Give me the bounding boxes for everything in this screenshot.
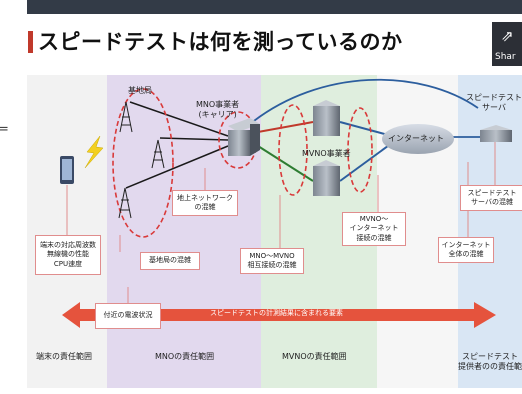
share-button[interactable]: ⇗ Shar bbox=[492, 22, 522, 66]
side-glyph: = bbox=[0, 122, 9, 137]
speedtest-server-label: スピードテスト サーバ bbox=[466, 93, 522, 112]
mno-carrier-label: MNO事業者 (キャリア) bbox=[196, 100, 240, 119]
top-bar bbox=[27, 0, 522, 14]
mno-mvno-box: MNO～MVNO 相互接続の混雑 bbox=[240, 248, 304, 274]
base-congestion-box: 基地局の混雑 bbox=[140, 252, 200, 270]
base-station-label: 基地局 bbox=[128, 86, 152, 95]
zone-label-terminal: 端末の責任範囲 bbox=[36, 352, 92, 361]
scope-arrow bbox=[62, 302, 496, 328]
links bbox=[125, 78, 480, 189]
zone-label-mvno: MVNOの責任範囲 bbox=[282, 352, 347, 361]
slide-title: スピードテストは何を測っているのか bbox=[38, 30, 403, 54]
internet-whole-box: インターネット 全体の混雑 bbox=[438, 237, 494, 263]
arrow-label: スピードテストの計測結果に含まれる要素 bbox=[210, 309, 343, 317]
radio-conditions-box: 付近の電波状況 bbox=[95, 303, 161, 329]
zone-label-mno: MNOの責任範囲 bbox=[155, 352, 215, 361]
title-accent-bar bbox=[28, 31, 33, 53]
internet-label: インターネット bbox=[388, 134, 444, 143]
terminal-factors-box: 端末の対応周波数 無線機の性能 CPU速度 bbox=[35, 235, 101, 275]
share-icon: ⇗ bbox=[501, 27, 514, 45]
share-label: Shar bbox=[495, 52, 516, 62]
mvno-operator-label: MVNO事業者 bbox=[302, 149, 351, 158]
server-icon bbox=[228, 100, 512, 196]
ground-network-box: 地上ネットワーク の混雑 bbox=[172, 190, 238, 216]
connector-terminal bbox=[66, 140, 496, 303]
zone-label-provider: スピードテスト 提供者のの責任範 bbox=[458, 352, 522, 372]
phone-icon bbox=[60, 156, 74, 184]
mvno-internet-box: MVNO～ インターネット 接続の混雑 bbox=[342, 212, 406, 246]
lightning-icon bbox=[84, 135, 104, 169]
cloud-icon bbox=[382, 124, 454, 154]
tower-icon bbox=[118, 101, 165, 219]
server-congestion-box: スピードテスト サーバの混雑 bbox=[460, 185, 522, 211]
